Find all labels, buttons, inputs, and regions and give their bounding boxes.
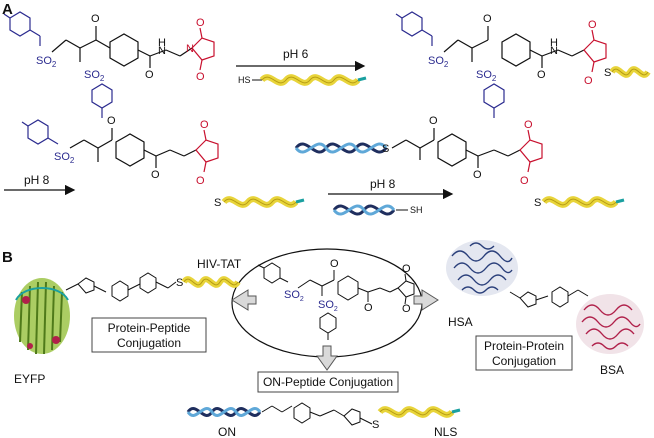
row2r-peptide-helix [541,196,625,208]
row2r-ketone-o: O [429,115,438,127]
row2r-succinimide [519,129,543,173]
panel-label-a: A [2,1,13,18]
mono-sulfone-product: SO2 O O O O S [21,115,221,209]
box-protein-peptide-line1: Protein-Peptide [108,321,191,335]
dna-sh-label: SH [410,205,423,215]
hsa-bsa-linker [509,286,589,308]
so2-label-bottom: SO2 [84,69,105,83]
hsa-protein [446,240,518,296]
maleimide-o-top: O [196,17,205,29]
maleimide-o-bottom: O [196,71,205,83]
dna-strand-top [294,142,388,154]
so2-label-top: SO2 [36,55,57,69]
row2r-thioether-s: S [534,197,541,209]
arrow-step3: pH 8 [328,177,454,200]
row2-succ-o-top: O [200,119,209,131]
box-protein-peptide-line2: Conjugation [117,336,181,350]
maleimide-n: N [186,43,194,55]
tolyl-ring-top [3,11,41,46]
p1-succ-o-bottom: O [584,75,593,87]
row2r-succ-o-top: O [524,119,533,131]
row2-peptide-helix [221,196,305,208]
eyfp-label: EYFP [14,372,45,386]
p1-amide-o: O [537,69,546,81]
on-linker [261,402,373,426]
so2-label-row2: SO2 [54,151,75,165]
block-arrow-right [413,289,439,311]
block-arrow-left [231,289,257,311]
peptide-helix-reagent [259,74,367,86]
block-arrow-down [316,345,338,371]
condition-ph8-right: pH 8 [370,177,396,191]
hsa-label: HSA [448,315,473,329]
reaction-arrow-step1: pH 6 HS [236,47,366,85]
central-reagent: SO2 O SO2 O O O [257,258,415,340]
ketone-o-label: O [91,13,100,25]
box-protein-protein-line1: Protein-Protein [484,339,564,353]
row2-amide-o: O [151,169,160,181]
row2r-amide-o: O [473,169,482,181]
thiol-hs-label: HS [238,75,251,85]
box-protein-protein-line2: Conjugation [492,354,556,368]
central-ketone-o: O [330,258,339,270]
on-dna-strand [186,407,262,417]
panel-label-b: B [2,249,13,266]
condition-ph8-left: pH 8 [24,173,50,187]
nls-label: NLS [434,425,457,438]
row2r-succ-o-bottom: O [520,175,529,187]
dna-thiol-reagent: SH [332,204,423,216]
central-so2-bottom: SO2 [318,299,338,313]
eyfp-linker-s: S [176,277,183,289]
row2r-s-label: S [382,143,389,155]
box-on-peptide-text: ON-Peptide Conjugation [263,375,393,389]
central-mal-o-bottom: O [402,303,411,315]
arrow-step2: pH 8 [4,173,76,196]
bsa-label: BSA [600,363,624,377]
row2r-linker [391,128,521,168]
row2-ketone-o: O [107,115,116,127]
condition-ph6: pH 6 [283,47,309,61]
eyfp-protein [14,278,70,355]
eyfp-linker [65,272,177,302]
central-so2-top: SO2 [284,289,304,303]
row2-thioether-s: S [214,197,221,209]
bsa-protein [576,294,644,354]
tolyl-ring-bottom [91,83,113,118]
so2-label-p1-top: SO2 [428,55,449,69]
on-label: ON [218,425,236,438]
so2-label-p1-bottom: SO2 [476,69,497,83]
box-protein-peptide [91,317,207,353]
p1-thioether-s: S [604,67,611,79]
p1-ketone-o: O [483,13,492,25]
hiv-tat-helix [181,276,241,288]
p1-peptide-helix [609,66,651,78]
box-on-peptide [257,371,399,393]
row2-succ-o-bottom: O [196,175,205,187]
hiv-tat-label: HIV-TAT [197,257,242,271]
maleimide-ring [191,27,215,71]
amide-o-label: O [145,69,154,81]
on-linker-s: S [372,419,379,431]
central-mal-o-top: O [402,263,411,275]
central-amide-o: O [364,302,373,314]
box-protein-protein [475,335,573,371]
nls-helix [377,406,461,418]
p1-succ-o-top: O [588,19,597,31]
